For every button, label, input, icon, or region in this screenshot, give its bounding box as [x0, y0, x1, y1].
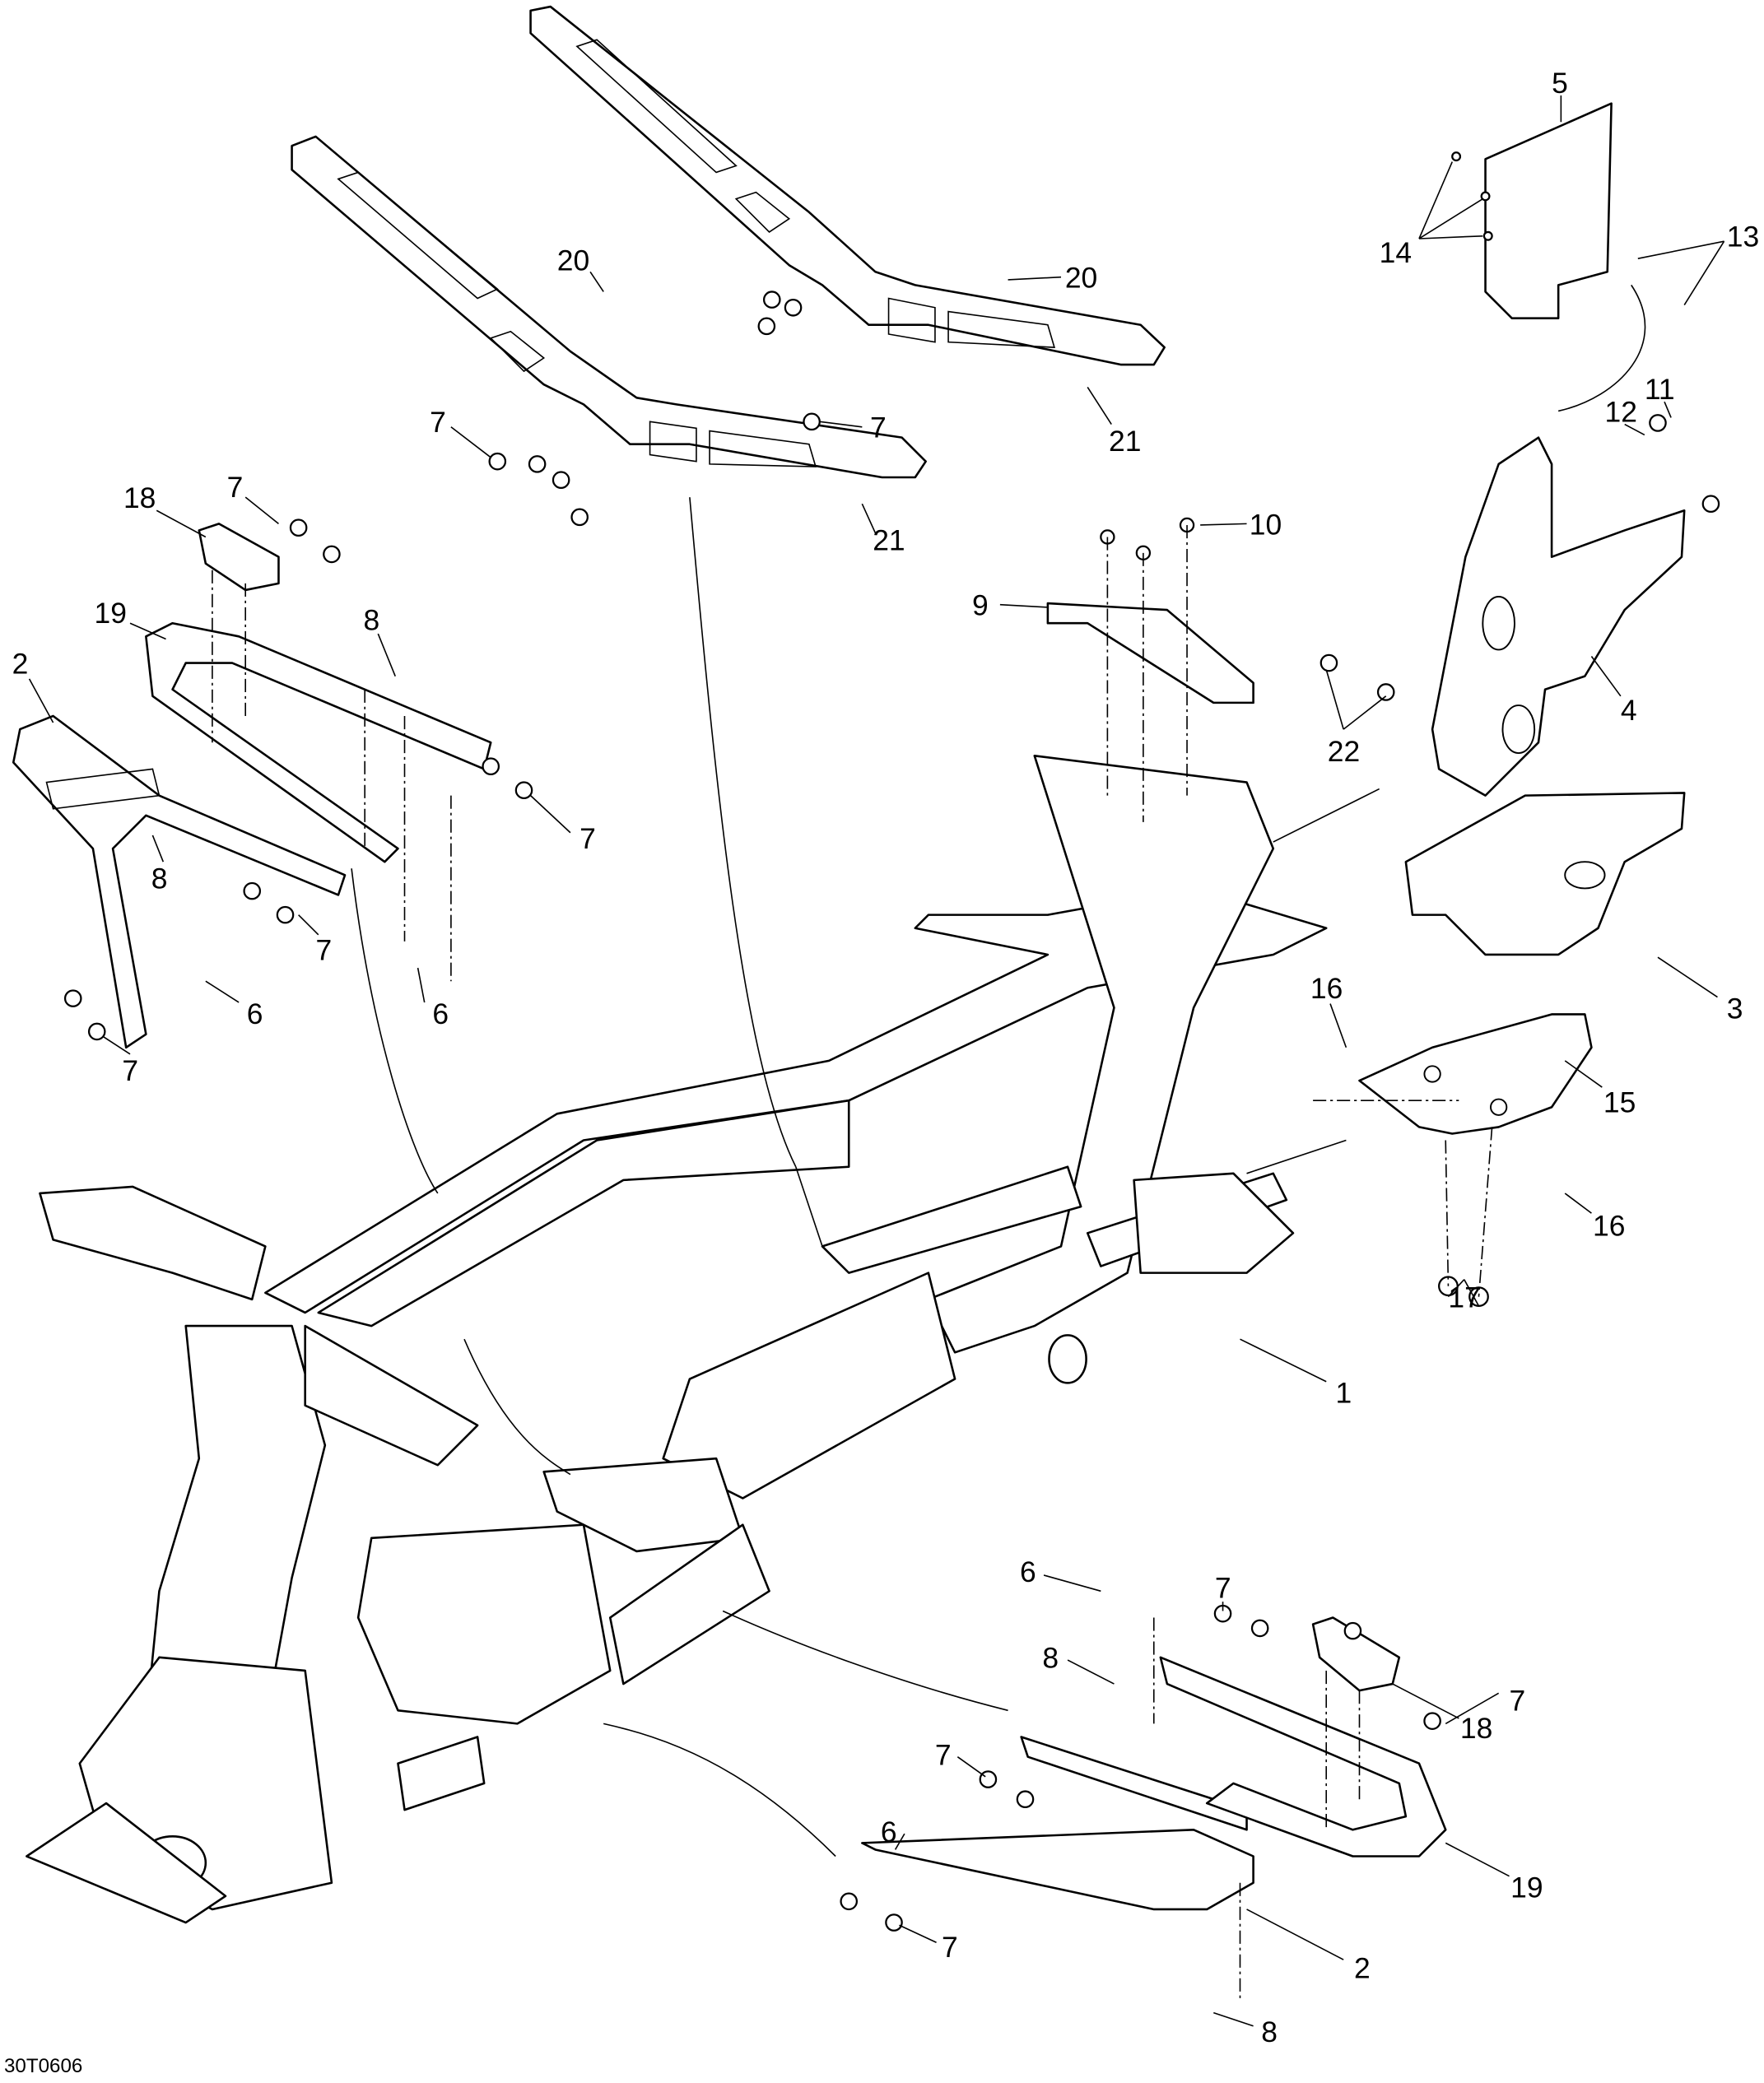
- callout-2-rear: 2: [1354, 1952, 1371, 1985]
- fasteners: [63, 151, 1720, 1932]
- callout-7: 7: [1510, 1684, 1526, 1717]
- upper-rail-rear: [529, 5, 1166, 366]
- callout-15: 15: [1603, 1086, 1636, 1119]
- callout-2-front: 2: [12, 647, 29, 680]
- callout-6: 6: [247, 997, 263, 1030]
- callout-16-bottom: 16: [1593, 1210, 1625, 1243]
- callout-7: 7: [870, 411, 887, 444]
- diagram-code: 30T0606: [4, 2055, 82, 2077]
- bracket-15: [1358, 1013, 1593, 1135]
- callout-7: 7: [430, 406, 446, 439]
- callout-19-rear: 19: [1510, 1871, 1543, 1904]
- callout-7: 7: [316, 933, 333, 966]
- callout-7: 7: [579, 822, 596, 855]
- callout-20-left: 20: [557, 244, 589, 277]
- bumper-2-front: [12, 714, 347, 1049]
- callout-8: 8: [1042, 1642, 1059, 1675]
- callout-11: 11: [1645, 373, 1675, 406]
- callout-12: 12: [1605, 395, 1637, 428]
- callout-1: 1: [1335, 1377, 1352, 1410]
- callout-8: 8: [1261, 2016, 1278, 2048]
- callout-4: 4: [1621, 694, 1637, 727]
- callout-18-rear: 18: [1460, 1712, 1492, 1745]
- callout-22: 22: [1328, 735, 1360, 768]
- callout-19-front: 19: [95, 597, 127, 630]
- bumper-19-rear: [1159, 1656, 1447, 1857]
- callout-7: 7: [935, 1738, 952, 1771]
- callout-7: 7: [942, 1931, 958, 1964]
- callout-9: 9: [972, 589, 989, 622]
- callout-16-top: 16: [1310, 972, 1343, 1005]
- callout-8: 8: [364, 603, 380, 636]
- callout-8: 8: [151, 862, 168, 895]
- callout-5: 5: [1552, 67, 1568, 100]
- callout-14: 14: [1380, 236, 1412, 269]
- callout-6: 6: [432, 997, 449, 1030]
- plate-5: [1484, 102, 1613, 319]
- callout-13: 13: [1727, 221, 1759, 253]
- callout-6: 6: [881, 1816, 897, 1848]
- bracket-3: [1404, 792, 1686, 956]
- callout-17: 17: [1448, 1281, 1480, 1314]
- main-frame: [26, 755, 1328, 1924]
- callout-7: 7: [227, 471, 244, 504]
- callout-10: 10: [1250, 508, 1282, 541]
- callout-6: 6: [1020, 1555, 1036, 1588]
- crossmember-9: [1046, 602, 1254, 704]
- callout-labels: 5 14 13 20 20 12 11 7 7 21 21 10 7 18 9 …: [4, 67, 1759, 2077]
- callout-21-rear: 21: [1109, 425, 1141, 458]
- upper-rail-front: [291, 135, 927, 479]
- bracket-4: [1431, 436, 1686, 797]
- callout-21-front: 21: [873, 524, 905, 557]
- bumper-2-rear: [861, 1736, 1254, 1911]
- assembly-lines: [212, 284, 1646, 2002]
- callout-18-front: 18: [123, 481, 156, 514]
- callout-3: 3: [1727, 992, 1743, 1025]
- callout-7: 7: [122, 1054, 138, 1087]
- bumper-19-front: [145, 621, 492, 863]
- callout-20-right: 20: [1065, 262, 1097, 295]
- callout-7: 7: [1215, 1571, 1231, 1604]
- callout-leaders: [28, 95, 1725, 2027]
- bracket-18-front: [198, 523, 280, 592]
